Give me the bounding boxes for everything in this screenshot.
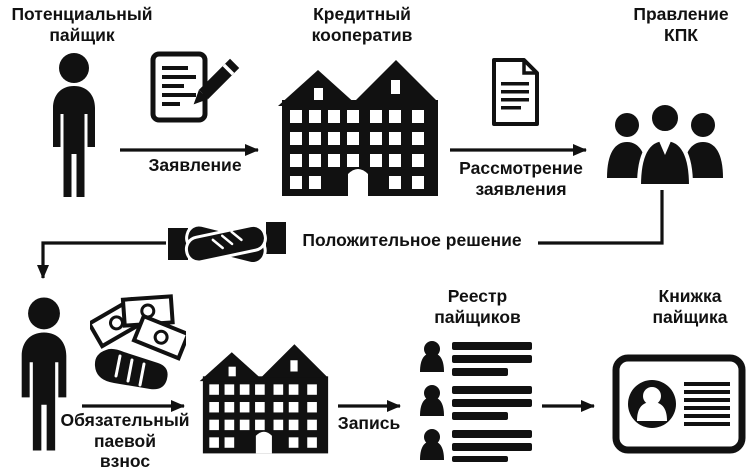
label-positive-decision: Положительное решение — [302, 230, 522, 250]
handshake-icon — [168, 198, 286, 290]
person-icon — [42, 52, 106, 200]
label-member-book: Книжка пайщика — [652, 286, 728, 327]
document-icon — [488, 56, 542, 128]
label-credit-coop: Кредитный кооператив — [311, 4, 413, 45]
label-board: Правление КПК — [633, 4, 729, 45]
arrow-decision-left — [37, 241, 166, 279]
building-icon — [198, 341, 333, 455]
label-potential-member: Потенциальный пайщик — [11, 4, 153, 45]
document-pencil-icon — [148, 50, 240, 124]
label-review: Рассмотрение заявления — [459, 158, 583, 199]
building-icon — [276, 56, 444, 198]
label-record: Запись — [337, 413, 401, 433]
person-icon — [10, 294, 78, 456]
people-group-icon — [604, 96, 726, 188]
label-register: Реестр пайщиков — [434, 286, 521, 327]
member-list-icon — [420, 340, 534, 462]
label-application: Заявление — [148, 155, 242, 175]
label-mandatory-fee: Обязательный паевой взнос — [60, 410, 190, 472]
money-in-hand-icon — [90, 288, 186, 394]
id-card-icon — [612, 354, 746, 454]
